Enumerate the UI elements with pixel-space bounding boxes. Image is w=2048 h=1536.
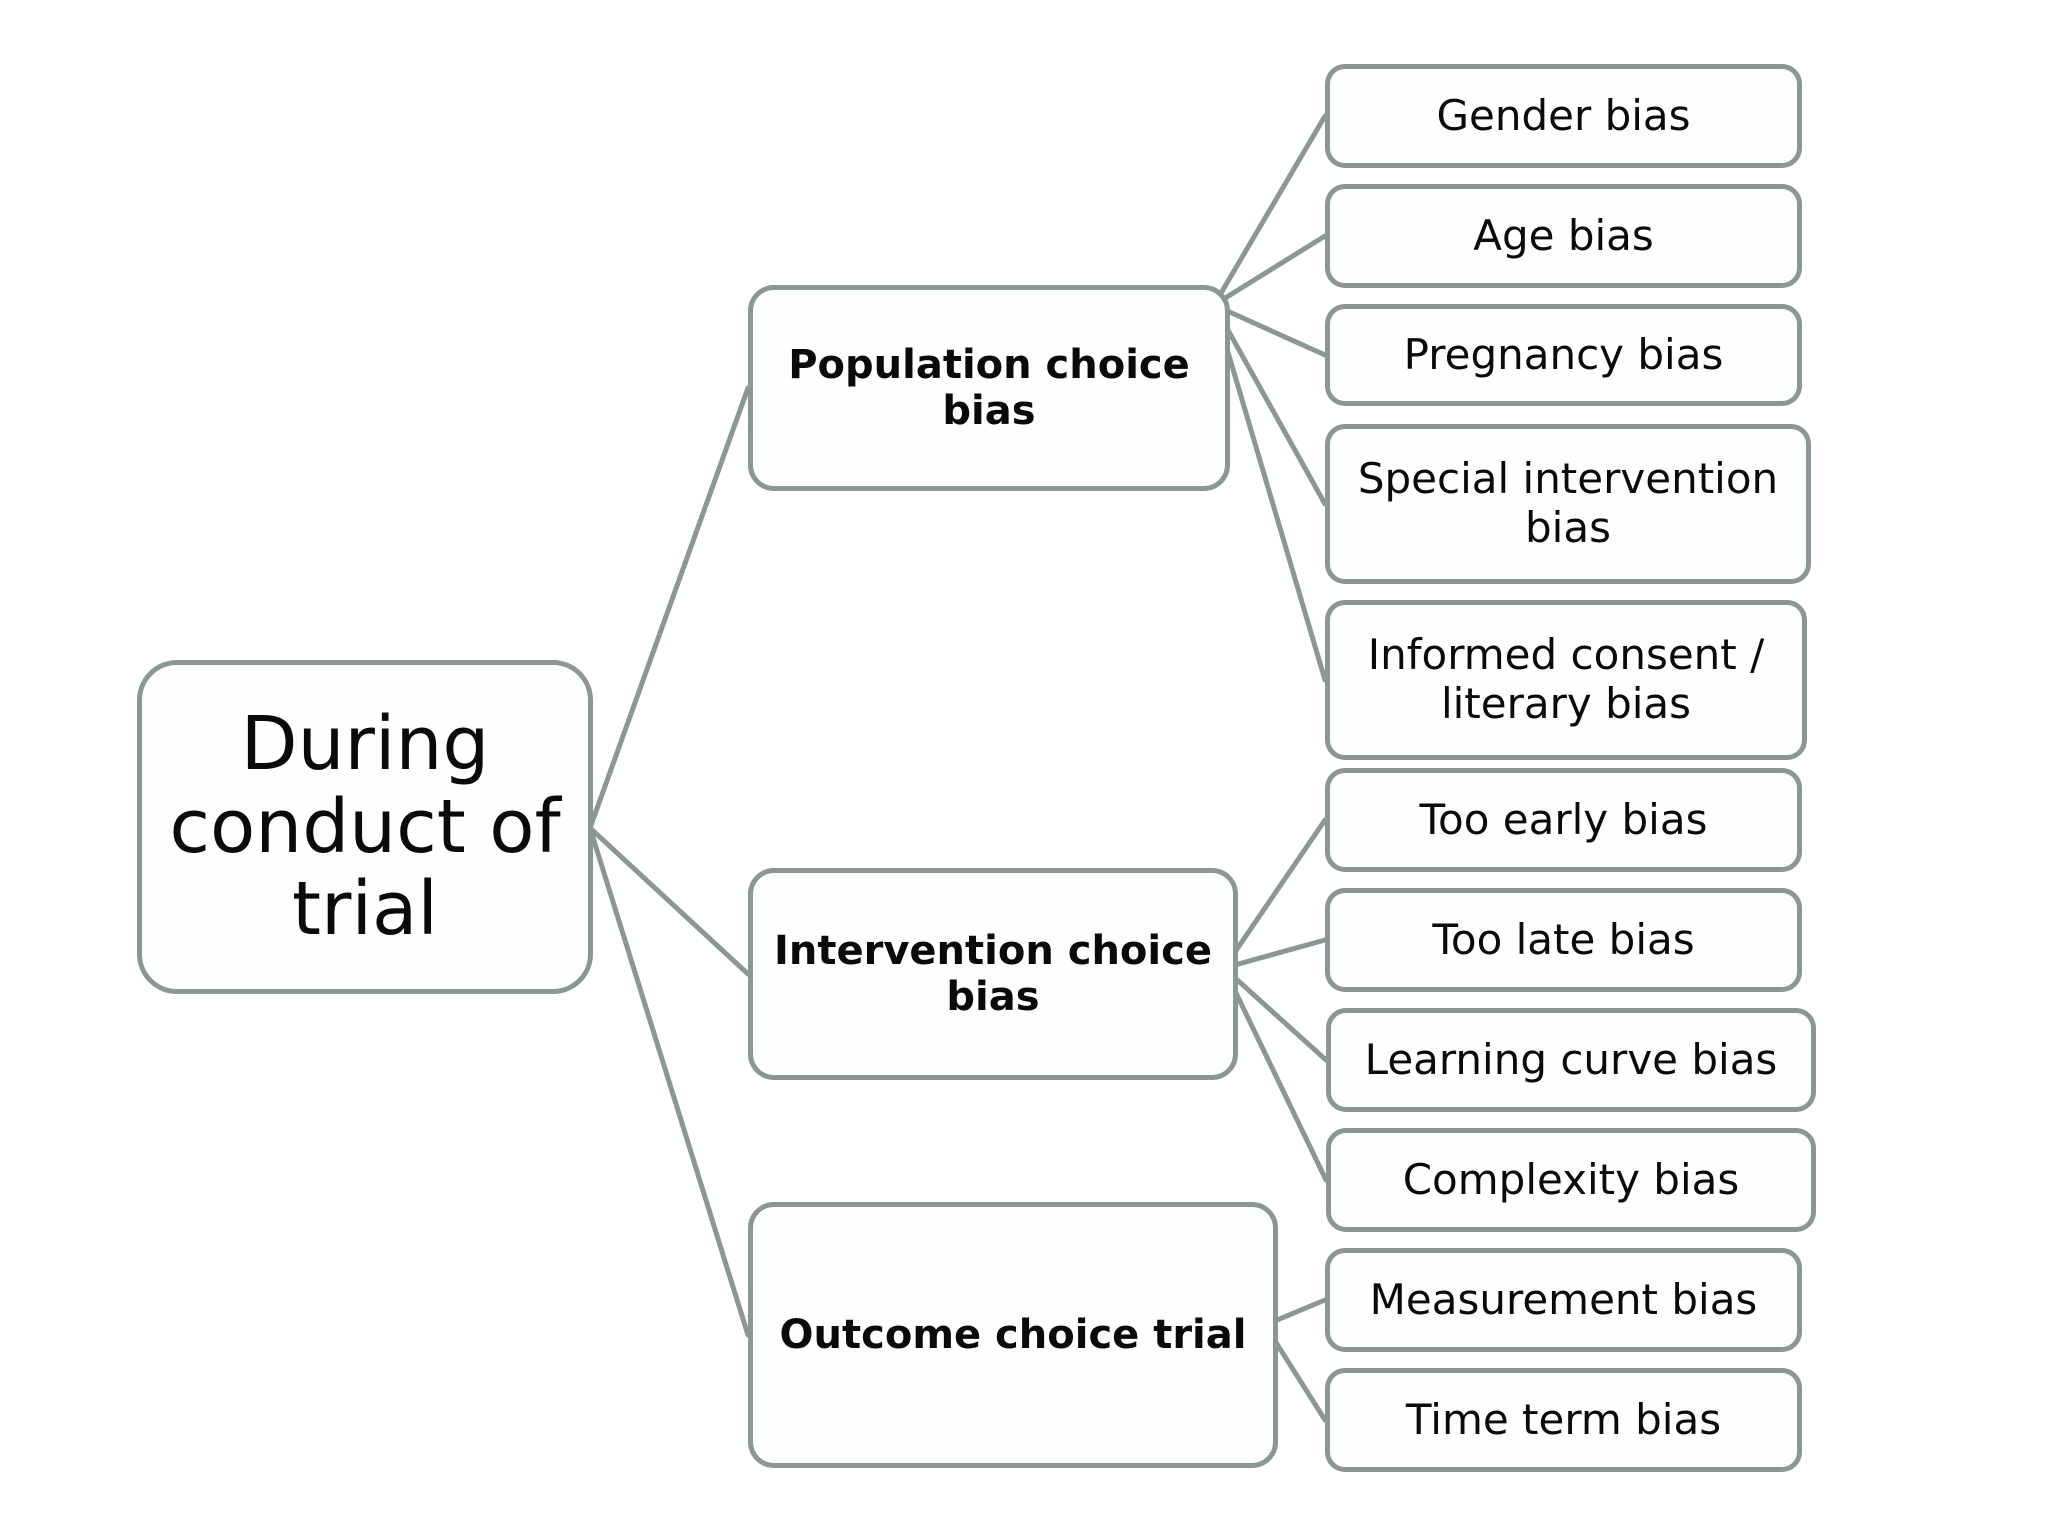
- node-label-special-intervention-bias: Special intervention bias: [1357, 454, 1779, 552]
- connector-intervention-choice-bias-to-too-early-bias: [1221, 817, 1328, 971]
- node-label-population-choice-bias: Population choice bias: [788, 341, 1190, 434]
- node-label-gender-bias: Gender bias: [1436, 90, 1691, 140]
- node-label-outcome-choice-trial: Outcome choice trial: [779, 1311, 1247, 1358]
- node-special-intervention-bias[interactable]: Special intervention bias: [1325, 424, 1811, 584]
- node-population-choice-bias[interactable]: Population choice bias: [748, 285, 1230, 491]
- connector-population-choice-bias-to-informed-consent-literary-bias: [1211, 302, 1328, 683]
- connector-root-to-outcome-choice-trial: [587, 825, 751, 1338]
- node-label-root: During conduct of trial: [169, 700, 561, 953]
- node-learning-curve-bias[interactable]: Learning curve bias: [1326, 1008, 1816, 1112]
- node-too-early-bias[interactable]: Too early bias: [1325, 768, 1802, 872]
- node-label-complexity-bias: Complexity bias: [1402, 1154, 1740, 1204]
- node-intervention-choice-bias[interactable]: Intervention choice bias: [748, 868, 1238, 1080]
- connector-intervention-choice-bias-to-learning-curve-bias: [1221, 965, 1329, 1063]
- node-label-pregnancy-bias: Pregnancy bias: [1403, 329, 1724, 379]
- node-gender-bias[interactable]: Gender bias: [1325, 64, 1802, 168]
- node-time-term-bias[interactable]: Time term bias: [1325, 1368, 1802, 1472]
- node-label-time-term-bias: Time term bias: [1405, 1394, 1722, 1444]
- node-outcome-choice-trial[interactable]: Outcome choice trial: [748, 1202, 1278, 1468]
- node-label-too-late-bias: Too late bias: [1432, 914, 1695, 964]
- connector-population-choice-bias-to-pregnancy-bias: [1211, 302, 1328, 358]
- node-label-learning-curve-bias: Learning curve bias: [1364, 1034, 1778, 1084]
- node-informed-consent-literary-bias[interactable]: Informed consent / literary bias: [1325, 600, 1807, 760]
- node-complexity-bias[interactable]: Complexity bias: [1326, 1128, 1816, 1232]
- connector-root-to-population-choice-bias: [587, 385, 751, 831]
- node-label-measurement-bias: Measurement bias: [1369, 1274, 1758, 1324]
- connector-intervention-choice-bias-to-too-late-bias: [1221, 937, 1328, 971]
- connector-population-choice-bias-to-special-intervention-bias: [1211, 302, 1328, 507]
- node-label-age-bias: Age bias: [1473, 210, 1654, 260]
- node-label-intervention-choice-bias: Intervention choice bias: [774, 927, 1212, 1020]
- node-pregnancy-bias[interactable]: Pregnancy bias: [1325, 304, 1802, 406]
- connector-root-to-intervention-choice-bias: [587, 825, 751, 977]
- connector-population-choice-bias-to-gender-bias: [1211, 113, 1328, 308]
- node-root[interactable]: During conduct of trial: [137, 660, 593, 994]
- connector-population-choice-bias-to-age-bias: [1211, 233, 1328, 308]
- node-label-informed-consent-literary-bias: Informed consent / literary bias: [1367, 630, 1765, 728]
- node-label-too-early-bias: Too early bias: [1419, 794, 1708, 844]
- node-age-bias[interactable]: Age bias: [1325, 184, 1802, 288]
- connector-intervention-choice-bias-to-complexity-bias: [1221, 965, 1329, 1183]
- node-too-late-bias[interactable]: Too late bias: [1325, 888, 1802, 992]
- node-measurement-bias[interactable]: Measurement bias: [1325, 1248, 1802, 1352]
